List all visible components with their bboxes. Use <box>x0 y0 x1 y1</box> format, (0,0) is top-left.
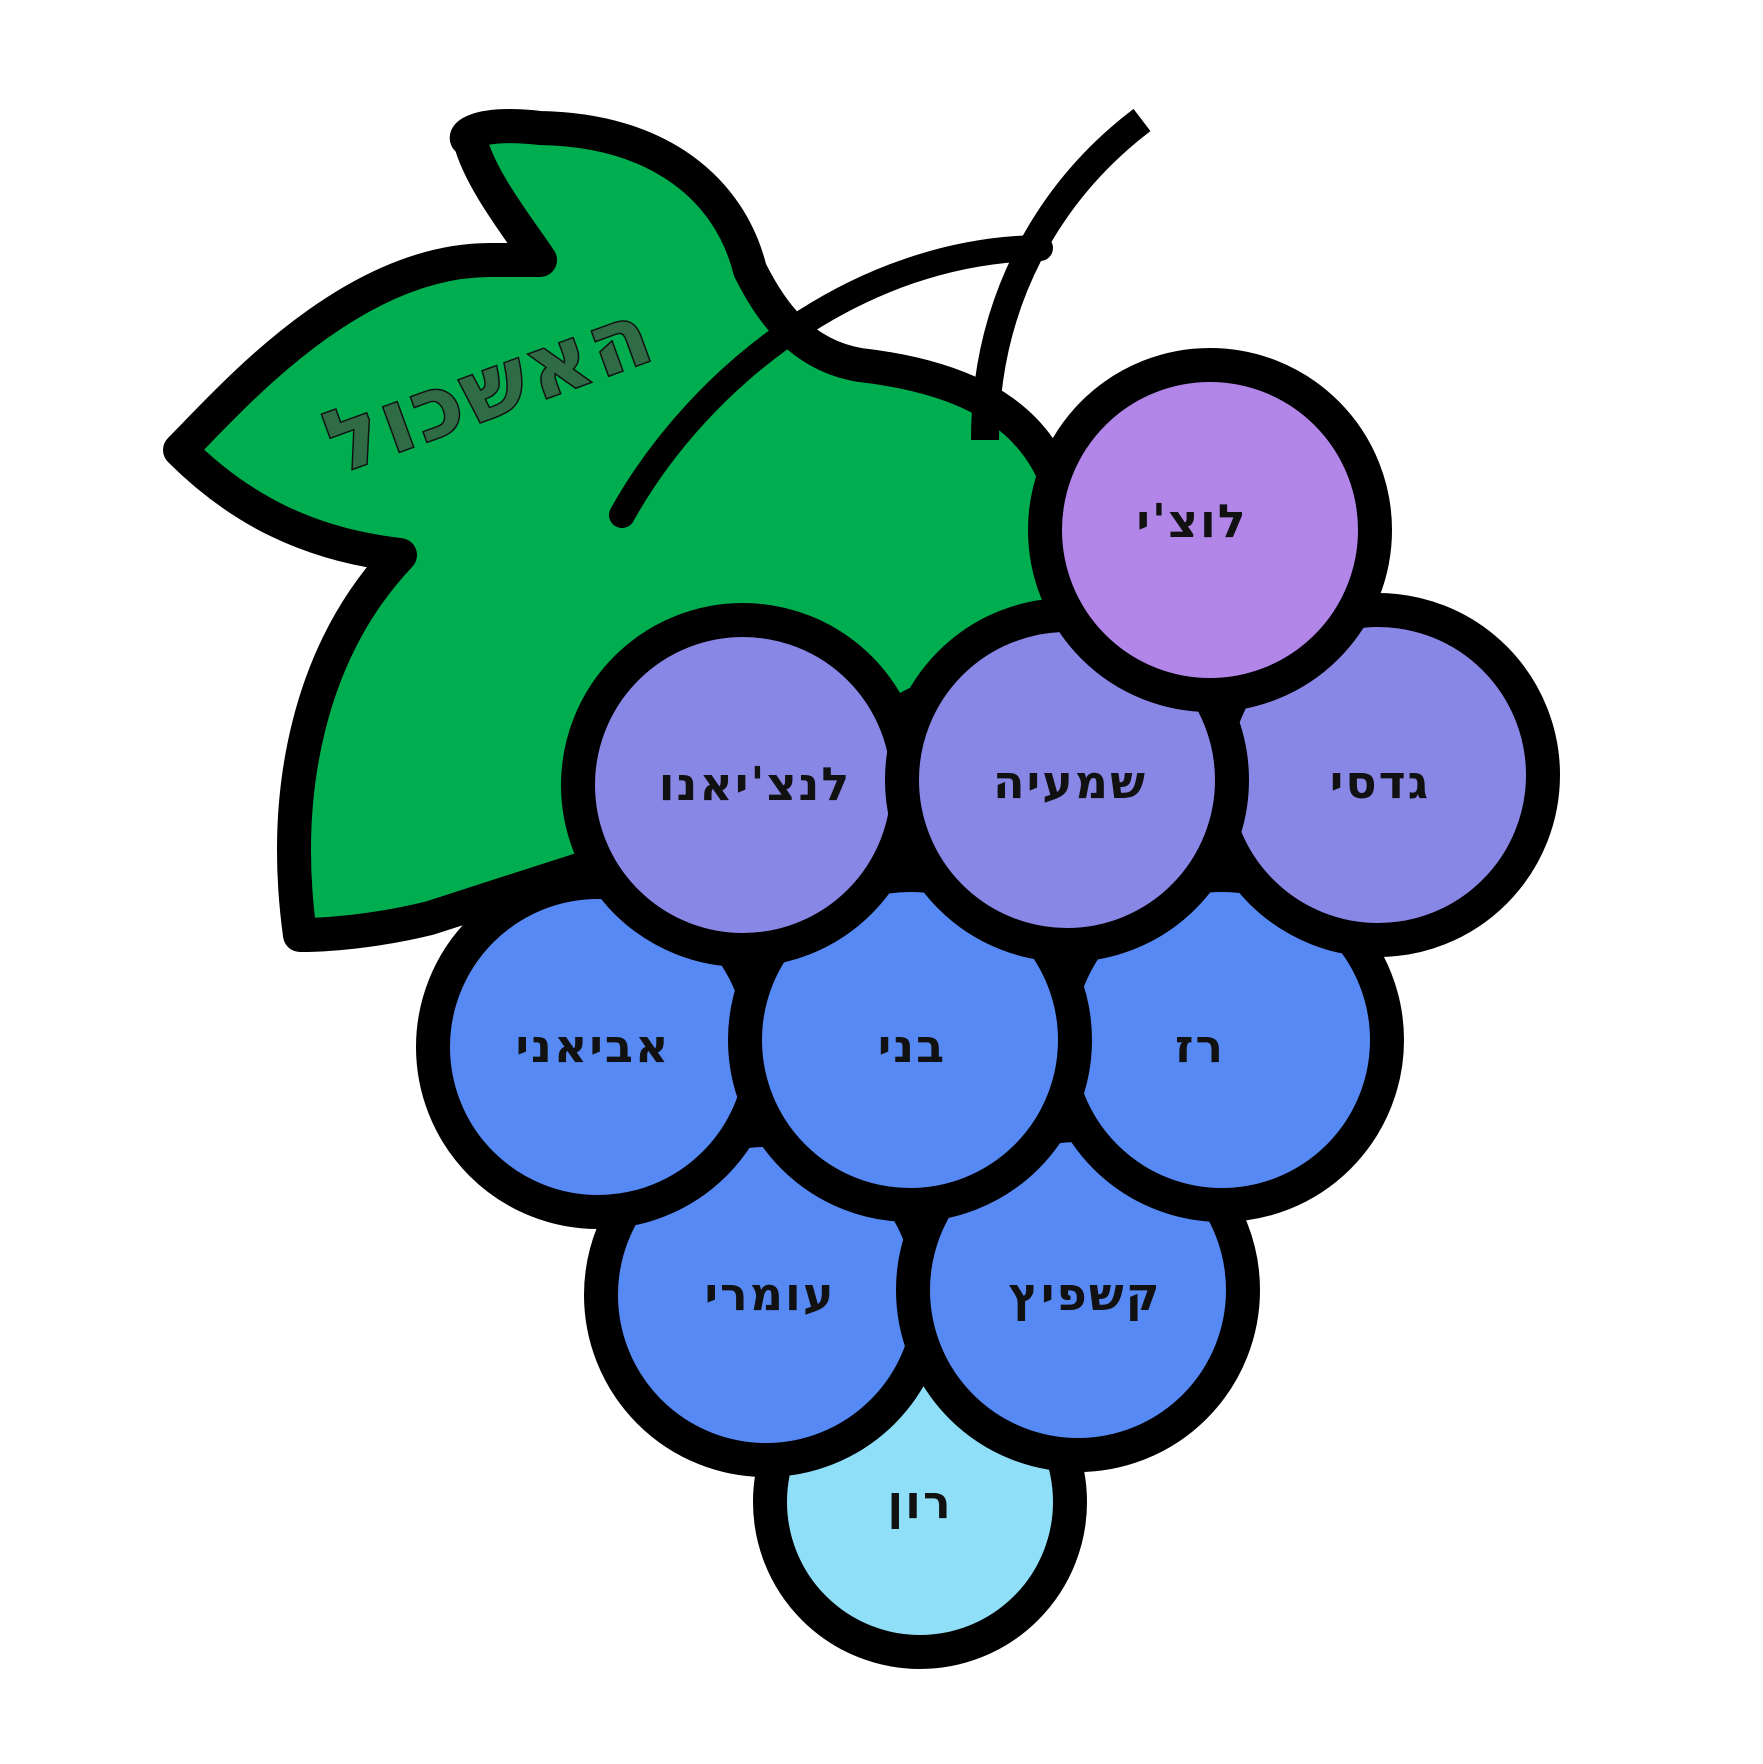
leaf-vein <box>609 235 1053 528</box>
grape-1-circle <box>1028 348 1392 712</box>
grape-6-label: בני <box>878 1019 946 1073</box>
grape-stem <box>971 108 1151 441</box>
grape-10-label: רון <box>887 1475 952 1529</box>
grape-1: לוצ'י <box>1028 348 1392 712</box>
grape-1-label: לוצ'י <box>1136 494 1247 548</box>
grape-5-label: אביאני <box>516 1019 671 1073</box>
grape-2-label: לנצ'יאנו <box>659 757 851 811</box>
grape-2: לנצ'יאנו <box>561 603 925 967</box>
grape-7-label: רז <box>1175 1019 1225 1073</box>
grapes-group: רון עומרי קשפיץ אביאני רז בני לנצ'יאנו <box>416 348 1560 1669</box>
grape-8-label: עומרי <box>705 1267 836 1321</box>
grape-6: בני <box>728 858 1092 1222</box>
grape-9-label: קשפיץ <box>1009 1267 1162 1321</box>
grape-3-label: שמעיה <box>993 755 1147 809</box>
grape-6-circle <box>728 858 1092 1222</box>
grape-4-label: גדסי <box>1330 755 1430 809</box>
